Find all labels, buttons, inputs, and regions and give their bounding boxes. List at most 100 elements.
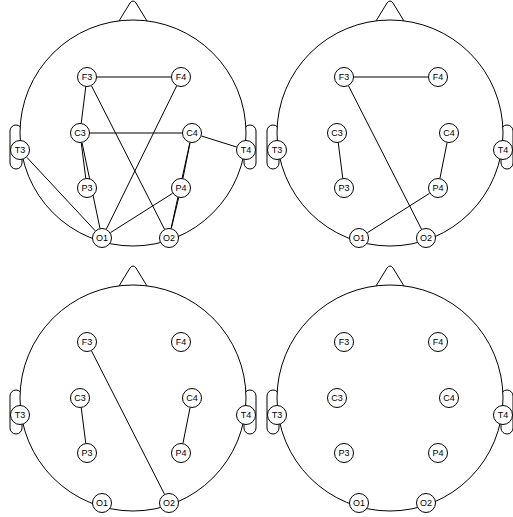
electrode-circle: F3 [77, 67, 97, 87]
electrode-label: T4 [236, 145, 256, 155]
electrode-label: F4 [171, 72, 191, 82]
electrode-label: P3 [334, 183, 354, 193]
electrode-label: C4 [439, 128, 459, 138]
electrode-circle: O2 [159, 493, 179, 513]
connectivity-line [97, 77, 171, 78]
electrode-circle: C3 [70, 123, 90, 143]
electrode-label: P4 [171, 448, 191, 458]
electrode-circle: P3 [77, 178, 97, 198]
electrode-circle: O1 [92, 493, 112, 513]
electrode-label: F4 [428, 72, 448, 82]
connectivity-line [81, 87, 86, 123]
electrode-circle: O1 [349, 228, 369, 248]
electrode-circle: T4 [236, 405, 256, 425]
connectivity-line [110, 193, 172, 232]
electrode-label: O1 [92, 233, 112, 243]
electrode-circle: P4 [428, 178, 448, 198]
electrode-label: C3 [327, 393, 347, 403]
electrode-circle: P4 [428, 443, 448, 463]
electrode-circle: F3 [334, 67, 354, 87]
connectivity-line [354, 77, 428, 78]
electrode-label: P4 [428, 183, 448, 193]
electrode-circle: T4 [493, 405, 513, 425]
nose [119, 266, 147, 286]
electrode-circle: P3 [334, 443, 354, 463]
electrode-circle: C3 [327, 123, 347, 143]
connectivity-line [171, 198, 178, 229]
electrode-label: O2 [416, 233, 436, 243]
electrode-circle: C3 [327, 388, 347, 408]
electrode-circle: C4 [182, 123, 202, 143]
electrode-circle: O1 [92, 228, 112, 248]
electrode-label: O2 [159, 498, 179, 508]
electrode-label: T4 [493, 410, 513, 420]
electrode-label: T4 [236, 410, 256, 420]
electrode-circle: C4 [182, 388, 202, 408]
electrode-circle: C4 [439, 123, 459, 143]
electrode-label: C3 [70, 128, 90, 138]
electrode-label: C4 [182, 128, 202, 138]
electrode-label: T3 [10, 410, 30, 420]
connectivity-line [106, 86, 176, 229]
nose [119, 1, 147, 21]
electrode-label: O1 [349, 233, 369, 243]
electrode-circle: T4 [236, 140, 256, 160]
head [277, 285, 503, 511]
electrode-label: F3 [77, 337, 97, 347]
electrode-circle: O2 [416, 228, 436, 248]
electrode-circle: O1 [349, 493, 369, 513]
electrode-label: T4 [493, 145, 513, 155]
electrode-label: P3 [77, 183, 97, 193]
electrode-label: P3 [334, 448, 354, 458]
electrode-label: C4 [439, 393, 459, 403]
electrode-label: C3 [70, 393, 90, 403]
electrode-circle: F3 [334, 332, 354, 352]
connectivity-line [81, 408, 85, 443]
electrode-label: P3 [77, 448, 97, 458]
electrode-label: P4 [171, 183, 191, 193]
electrode-label: O1 [349, 498, 369, 508]
electrode-circle: T3 [10, 140, 30, 160]
electrode-label: P4 [428, 448, 448, 458]
nose [376, 1, 404, 21]
electrode-label: F3 [334, 72, 354, 82]
electrode-circle: F4 [428, 332, 448, 352]
electrode-circle: T4 [493, 140, 513, 160]
connectivity-line [367, 193, 429, 232]
electrode-circle: P3 [77, 443, 97, 463]
electrode-label: T3 [267, 410, 287, 420]
electrode-label: F3 [77, 72, 97, 82]
electrode-circle: T3 [267, 140, 287, 160]
electrode-label: T3 [10, 145, 30, 155]
electrode-label: C4 [182, 393, 202, 403]
electrode-circle: F4 [171, 67, 191, 87]
electrode-label: C3 [327, 128, 347, 138]
electrode-label: F4 [428, 337, 448, 347]
electrode-circle: P4 [171, 443, 191, 463]
connectivity-line [202, 136, 237, 147]
electrode-circle: O2 [159, 228, 179, 248]
connectivity-line [183, 408, 190, 443]
head [20, 20, 246, 246]
electrode-circle: O2 [416, 493, 436, 513]
connectivity-line [338, 143, 342, 178]
electrode-circle: P4 [171, 178, 191, 198]
electrode-label: O1 [92, 498, 112, 508]
connectivity-line [349, 86, 422, 229]
electrode-circle: T3 [10, 405, 30, 425]
electrode-circle: P3 [334, 178, 354, 198]
electrode-label: O2 [159, 233, 179, 243]
connectivity-line [92, 351, 165, 494]
electrode-label: F3 [334, 337, 354, 347]
head [277, 20, 503, 246]
electrode-label: O2 [416, 498, 436, 508]
electrode-label: T3 [267, 145, 287, 155]
electrode-circle: F4 [171, 332, 191, 352]
electrode-circle: C3 [70, 388, 90, 408]
electrode-circle: F4 [428, 67, 448, 87]
connectivity-line [440, 143, 447, 178]
connectivity-line [90, 133, 182, 134]
electrode-circle: T3 [267, 405, 287, 425]
electrode-label: F4 [171, 337, 191, 347]
connectivity-line [92, 86, 165, 229]
